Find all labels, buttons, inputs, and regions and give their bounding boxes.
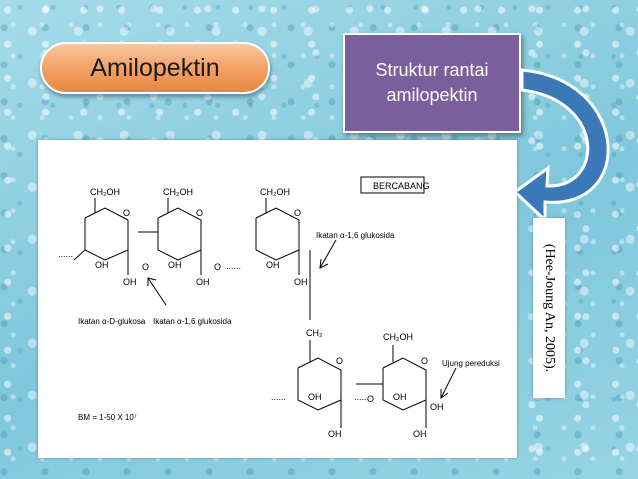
callout-line-2: amilopektin — [386, 85, 478, 105]
oh-11: OH — [430, 402, 444, 412]
dots-2: ...... — [226, 261, 241, 271]
title-pill: Amilopektin — [40, 42, 270, 94]
link-o-3: O — [367, 394, 374, 404]
curved-arrow-icon — [512, 68, 610, 224]
oh-6: OH — [294, 277, 308, 287]
dots-3: ...... — [271, 392, 286, 402]
glucose-ring-4 — [297, 340, 342, 428]
oh-4: OH — [196, 277, 210, 287]
ring-o-4: O — [336, 356, 343, 366]
ring-o-1: O — [123, 208, 130, 218]
ch2oh-label-3: CH₂OH — [260, 187, 290, 197]
citation-text: (Hee-Joung An, 2005). — [542, 243, 557, 373]
oh-5: OH — [266, 260, 280, 270]
structure-panel: BERCABANG CH₂OH CH₂OH CH₂OH CH₂OH CH₂ O … — [38, 140, 517, 458]
branch-box-label: BERCABANG — [373, 181, 430, 191]
oh-2: OH — [123, 277, 137, 287]
label-alpha-16-bottom: Ikatan α-1,6 glukosida — [153, 317, 232, 326]
oh-1: OH — [95, 260, 109, 270]
dots-1: ...... — [58, 249, 73, 259]
ch2oh-label-4: CH₂OH — [383, 332, 413, 342]
ch2oh-label-1: CH₂OH — [90, 187, 120, 197]
branch-box — [360, 176, 425, 194]
oh-8: OH — [328, 429, 342, 439]
amylopectin-structure-diagram: BERCABANG CH₂OH CH₂OH CH₂OH CH₂OH CH₂ O … — [58, 176, 500, 439]
ring-o-3: O — [294, 208, 301, 218]
citation-box: (Hee-Joung An, 2005). — [533, 218, 565, 398]
label-alpha-d-glukosa: Ikatan α-D-glukosa — [78, 317, 146, 326]
oh-9: OH — [393, 392, 407, 402]
glucose-ring-3 — [255, 198, 311, 320]
callout-box: Struktur rantai amilopektin — [343, 33, 521, 133]
ring-o-5: O — [421, 356, 428, 366]
label-alpha-16-right: Ikatan α-1,6 glukosida — [316, 231, 395, 240]
ring-o-2: O — [196, 208, 203, 218]
oh-10: OH — [413, 429, 427, 439]
label-ujung-pereduksi: Ujung pereduksi — [442, 359, 500, 368]
oh-3: OH — [168, 260, 182, 270]
glucose-ring-2 — [138, 198, 202, 275]
oh-7: OH — [308, 392, 322, 402]
ch2-label: CH₂ — [306, 328, 323, 338]
link-o-1: O — [142, 262, 149, 272]
ch2oh-label-2: CH₂OH — [163, 187, 193, 197]
slide-title: Amilopektin — [90, 53, 220, 82]
dots-4: ...... — [354, 392, 369, 402]
callout-line-1: Struktur rantai — [375, 60, 489, 80]
link-o-2: O — [214, 262, 221, 272]
molecular-weight-label: BM = 1-50 X 10⁷ — [78, 413, 137, 422]
glucose-ring-5 — [356, 345, 427, 428]
glucose-ring-1 — [73, 198, 129, 275]
